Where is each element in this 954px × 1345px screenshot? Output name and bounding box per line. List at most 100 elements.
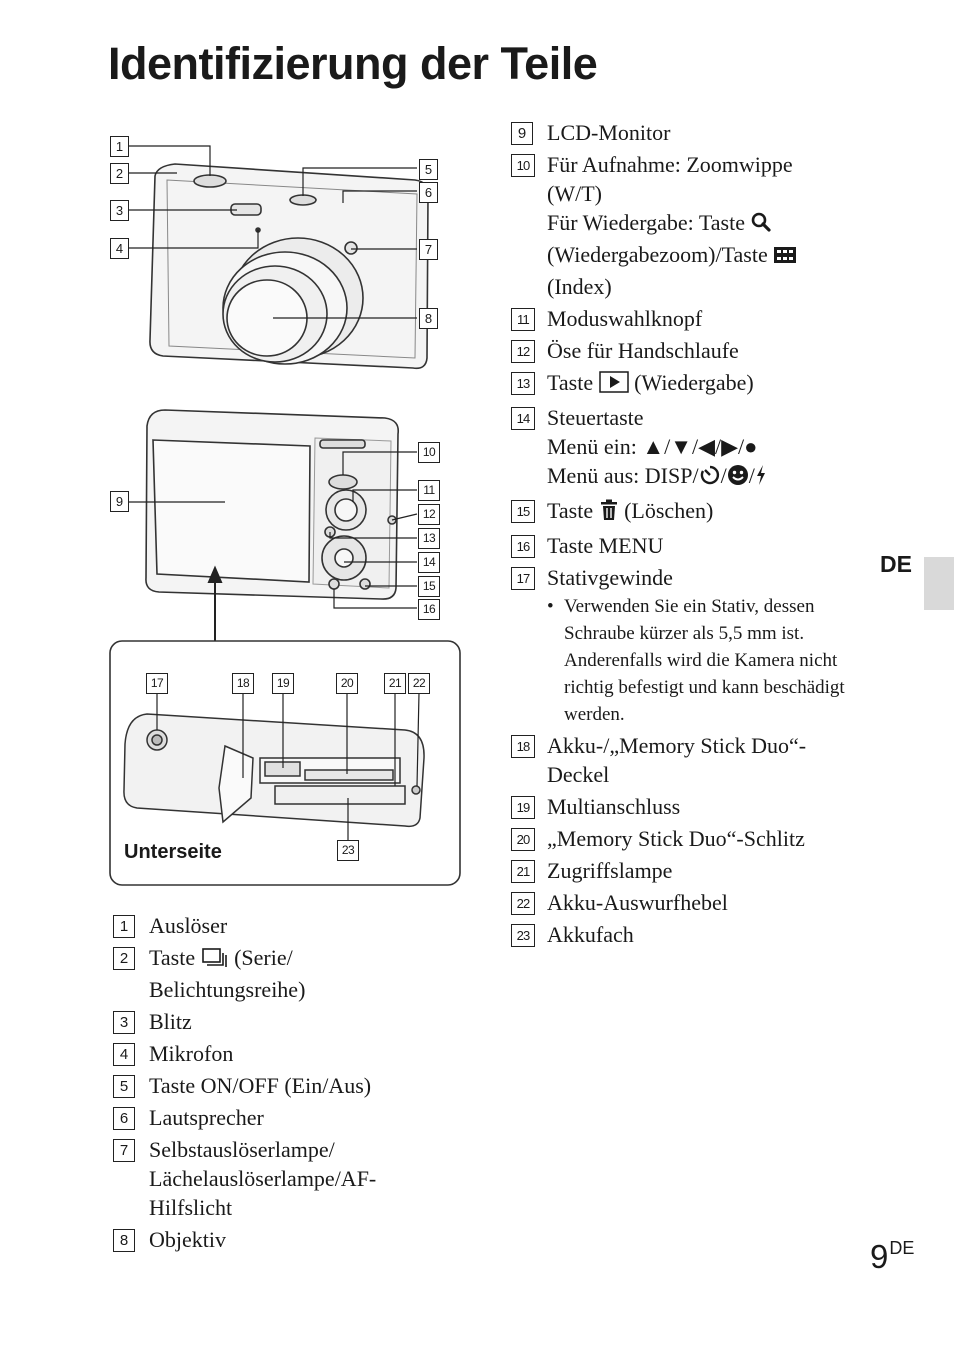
callout-3: 3 xyxy=(110,200,129,221)
callout-5: 5 xyxy=(419,159,438,180)
part-number: 5 xyxy=(113,1075,135,1098)
part-item: 1 Auslöser xyxy=(113,911,453,940)
part-item: 6 Lautsprecher xyxy=(113,1103,453,1132)
part-number: 22 xyxy=(511,892,535,915)
language-tab-label: DE xyxy=(880,551,912,577)
part-number: 3 xyxy=(113,1011,135,1034)
parts-list-right: 9 LCD-Monitor 10 Für Aufnahme: Zoomwippe… xyxy=(511,118,871,952)
callout-8: 8 xyxy=(419,308,438,329)
part-number: 21 xyxy=(511,860,535,883)
language-tab-marker xyxy=(924,557,954,610)
callout-12: 12 xyxy=(418,504,440,525)
callout-13: 13 xyxy=(418,528,440,549)
callout-11: 11 xyxy=(418,480,440,501)
part-number: 4 xyxy=(113,1043,135,1066)
part-item: 19 Multianschluss xyxy=(511,792,871,821)
page-number-value: 9 xyxy=(870,1238,889,1275)
bottom-view-label: Unterseite xyxy=(124,841,222,863)
part-label: Für Wiedergabe: Taste xyxy=(547,210,745,235)
callout-22: 22 xyxy=(408,673,430,694)
tripod-note: Verwenden Sie ein Stativ, dessen Schraub… xyxy=(547,593,871,728)
part-label: (Wiedergabezoom)/Taste xyxy=(547,242,768,267)
page-number-suffix: DE xyxy=(889,1238,915,1258)
part-number: 20 xyxy=(511,828,535,851)
callout-1: 1 xyxy=(110,136,129,157)
part-label: Taste MENU xyxy=(547,533,664,558)
part-number: 13 xyxy=(511,372,535,395)
part-label: „Memory Stick Duo“-Schlitz xyxy=(547,826,805,851)
camera-bottom-view xyxy=(123,713,425,828)
part-label: Akkufach xyxy=(547,922,634,947)
part-item: 23 Akkufach xyxy=(511,920,871,949)
part-label: Lächelauslöserlampe/AF- xyxy=(149,1166,377,1191)
part-item: 8 Objektiv xyxy=(113,1225,453,1254)
part-label: Öse für Handschlaufe xyxy=(547,338,739,363)
part-label: Zugriffslampe xyxy=(547,858,673,883)
part-label: Taste xyxy=(547,498,594,523)
part-item: 13 Taste (Wiedergabe) xyxy=(511,368,871,400)
part-label: Hilfslicht xyxy=(149,1195,233,1220)
part-label: Belichtungsreihe) xyxy=(149,977,306,1002)
callout-7: 7 xyxy=(419,239,438,260)
part-item: 11 Moduswahlknopf xyxy=(511,304,871,333)
part-label: Mikrofon xyxy=(149,1041,234,1066)
part-label: Menü aus: DISP/ xyxy=(547,463,699,488)
part-label: (Index) xyxy=(547,274,612,299)
part-label: Selbstauslöserlampe/ xyxy=(149,1137,335,1162)
part-number: 19 xyxy=(511,796,535,819)
part-label: Taste ON/OFF (Ein/Aus) xyxy=(149,1073,372,1098)
callout-17: 17 xyxy=(146,673,168,694)
part-number: 7 xyxy=(113,1139,135,1162)
part-label: (W/T) xyxy=(547,181,602,206)
part-item: 12 Öse für Handschlaufe xyxy=(511,336,871,365)
page-title: Identifizierung der Teile xyxy=(108,38,598,89)
callout-19: 19 xyxy=(272,673,294,694)
part-number: 15 xyxy=(511,500,535,523)
callout-15: 15 xyxy=(418,576,440,597)
part-item: 5 Taste ON/OFF (Ein/Aus) xyxy=(113,1071,453,1100)
callout-14: 14 xyxy=(418,552,440,573)
part-item: 4 Mikrofon xyxy=(113,1039,453,1068)
callout-2: 2 xyxy=(110,163,129,184)
callout-23: 23 xyxy=(337,840,359,861)
camera-illustration xyxy=(109,145,461,886)
part-label: LCD-Monitor xyxy=(547,120,671,145)
part-label: Akku-Auswurfhebel xyxy=(547,890,728,915)
burst-mode-icon xyxy=(201,946,229,975)
part-item: 9 LCD-Monitor xyxy=(511,118,871,147)
part-item: 20 „Memory Stick Duo“-Schlitz xyxy=(511,824,871,853)
part-item: 2 Taste (Serie/ Belichtungsreihe) xyxy=(113,943,453,1004)
part-label: Blitz xyxy=(149,1009,192,1034)
part-item: 7 Selbstauslöserlampe/ Lächelauslöserlam… xyxy=(113,1135,453,1222)
part-number: 11 xyxy=(511,308,535,331)
part-label: Akku-/„Memory Stick Duo“- xyxy=(547,733,807,758)
part-number: 8 xyxy=(113,1229,135,1252)
playback-icon xyxy=(598,371,629,400)
part-label: Für Aufnahme: Zoomwippe xyxy=(547,152,793,177)
part-label: Taste xyxy=(149,945,196,970)
index-icon xyxy=(773,243,797,272)
callout-10: 10 xyxy=(418,442,440,463)
part-label: Lautsprecher xyxy=(149,1105,264,1130)
playback-zoom-icon xyxy=(750,211,772,240)
part-number: 9 xyxy=(511,122,533,145)
part-label: Stativgewinde xyxy=(547,565,673,590)
callout-leader-lines xyxy=(129,145,420,840)
callout-6: 6 xyxy=(419,182,438,203)
part-number: 6 xyxy=(113,1107,135,1130)
part-label: Taste xyxy=(547,370,594,395)
part-item: 10 Für Aufnahme: Zoomwippe (W/T) Für Wie… xyxy=(511,150,871,301)
part-number: 2 xyxy=(113,947,135,970)
part-label: / xyxy=(720,463,727,488)
view-arrow xyxy=(207,565,223,642)
part-label: Multianschluss xyxy=(547,794,681,819)
part-label: Auslöser xyxy=(149,913,228,938)
part-number: 18 xyxy=(511,735,535,758)
flash-icon xyxy=(755,464,767,493)
part-number: 1 xyxy=(113,915,135,938)
callout-4: 4 xyxy=(110,238,129,259)
part-label: Steuertaste xyxy=(547,405,644,430)
part-label: / xyxy=(748,463,755,488)
part-label: (Löschen) xyxy=(624,498,714,523)
callout-20: 20 xyxy=(336,673,358,694)
